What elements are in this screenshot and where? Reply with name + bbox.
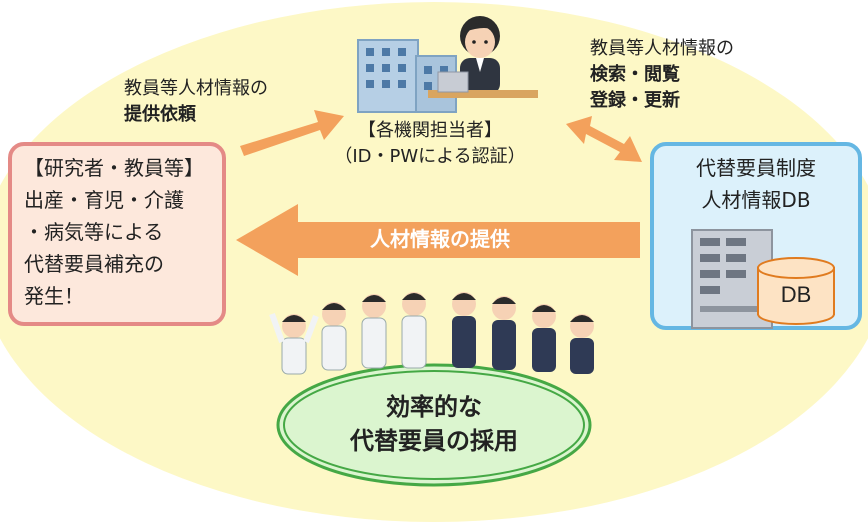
search-text: 教員等人材情報の 検索・閲覧 登録・更新: [590, 36, 734, 114]
officer-icon: [460, 16, 500, 94]
request-line1: 教員等人材情報の: [124, 78, 268, 99]
search-double-arrow: [566, 116, 642, 162]
researcher-line: 出産・育児・介護: [24, 188, 184, 212]
provide-label: 人材情報の提供: [370, 227, 510, 251]
result-line1: 効率的な: [386, 393, 482, 421]
officer-line1: 【各機関担当者】: [358, 120, 502, 141]
search-line2: 検索・閲覧: [590, 64, 680, 85]
officer-line2: （ID・PWによる認証）: [334, 146, 526, 167]
people-celebrating-illustration: [269, 292, 594, 375]
database-icon: DB: [691, 229, 835, 329]
db-box: 代替要員制度 人材情報DB DB: [650, 142, 862, 330]
researcher-line: ・病気等による: [24, 220, 164, 244]
result-line2: 代替要員の採用: [350, 427, 518, 455]
arrows-layer: [236, 110, 642, 487]
db-title-line1: 代替要員制度: [696, 156, 816, 180]
db-cylinder-icon: [757, 257, 835, 325]
people-icon: [269, 292, 594, 375]
db-title-line2: 人材情報DB: [701, 188, 811, 212]
researcher-line: 発生！: [24, 284, 84, 308]
result-text: 効率的な 代替要員の採用: [276, 390, 592, 458]
building-icon: [357, 39, 457, 113]
search-line1: 教員等人材情報の: [590, 38, 734, 59]
provide-arrow: [236, 204, 640, 276]
laptop-icon: [437, 71, 469, 93]
researcher-box: 【研究者・教員等】 出産・育児・介護 ・病気等による 代替要員補充の 発生！: [8, 142, 226, 326]
request-line2: 提供依頼: [124, 104, 196, 125]
request-text: 教員等人材情報の 提供依頼: [124, 76, 268, 128]
desk-icon: [428, 90, 538, 98]
officer-label: 【各機関担当者】 （ID・PWによる認証）: [310, 118, 550, 170]
db-label: DB: [781, 282, 812, 307]
result-ellipse: [276, 363, 592, 487]
office-worker-illustration: [357, 16, 538, 113]
search-line3: 登録・更新: [590, 90, 680, 111]
request-arrow: [240, 110, 344, 156]
researcher-line: 【研究者・教員等】: [24, 156, 204, 180]
researcher-line: 代替要員補充の: [24, 252, 164, 276]
